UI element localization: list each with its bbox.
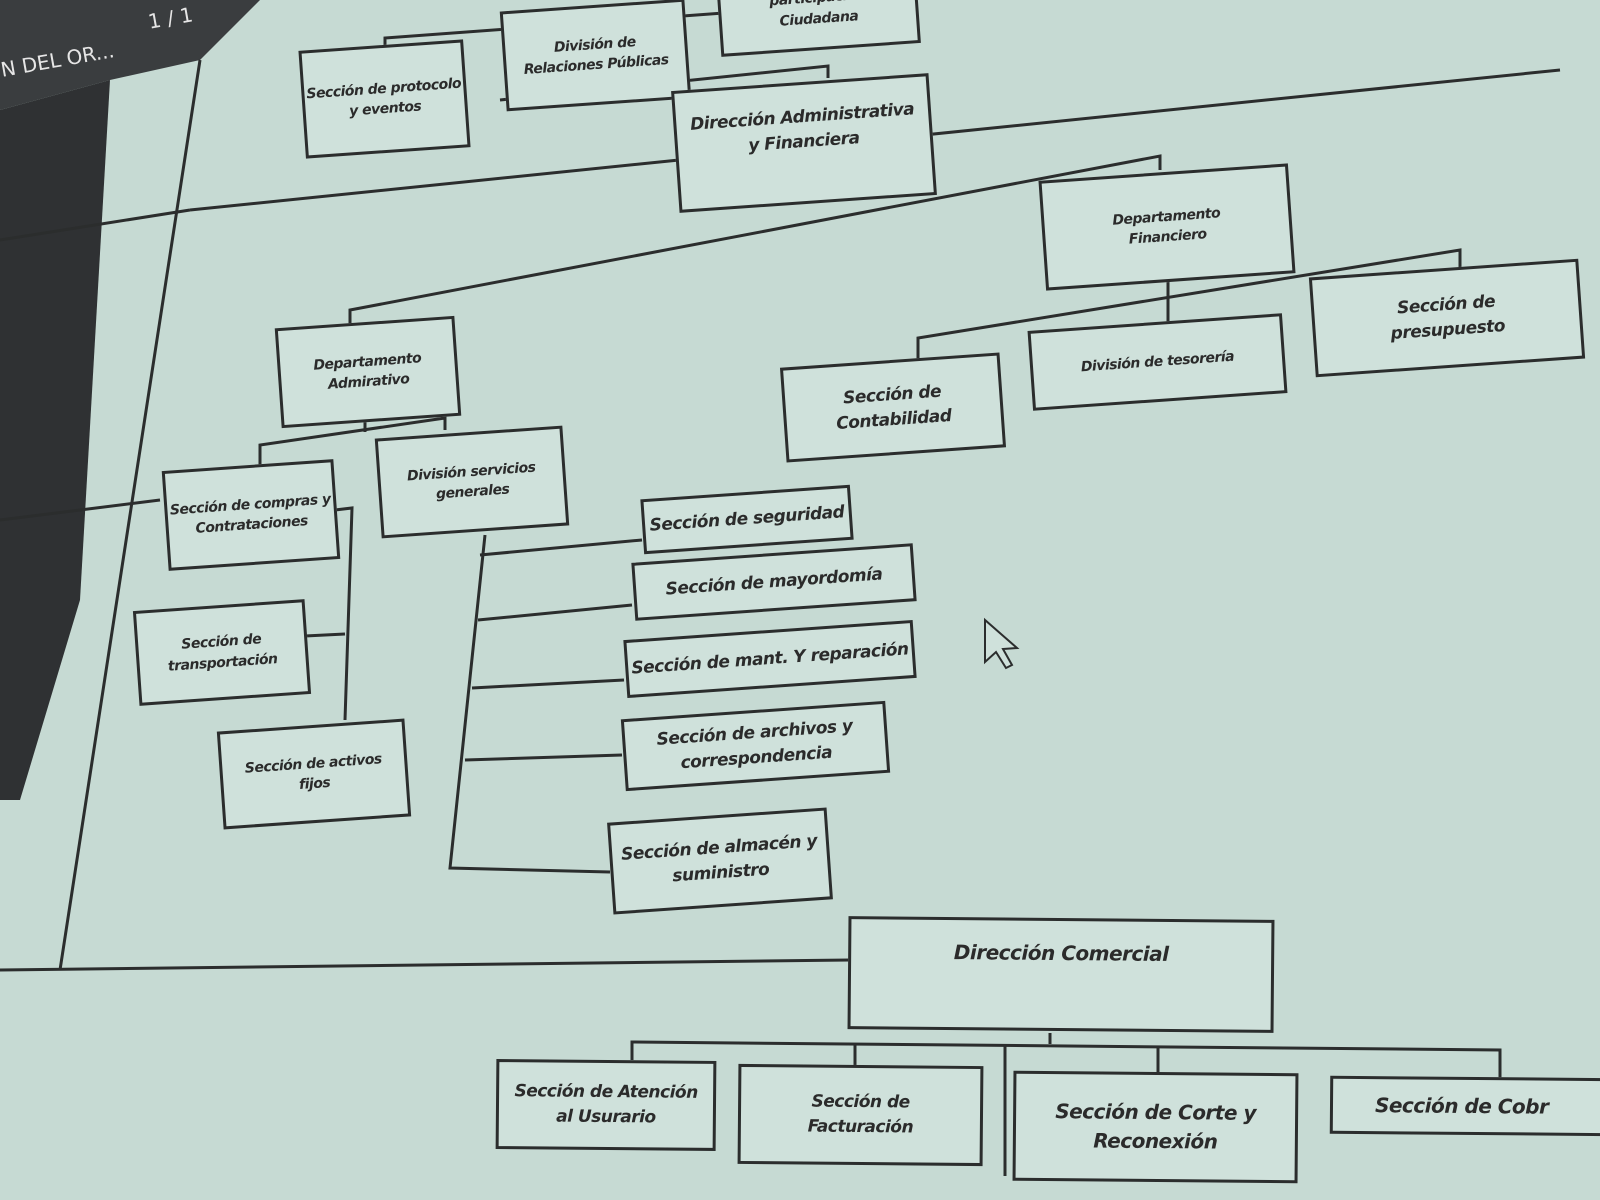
box-label: Ciudadana bbox=[779, 7, 859, 30]
box-label: generales bbox=[435, 481, 510, 503]
box-label: Reconexión bbox=[1093, 1128, 1218, 1154]
box-label: suministro bbox=[671, 859, 770, 887]
box-direccion-comercial[interactable]: Dirección Comercial bbox=[847, 916, 1275, 1033]
box-label: División de tesorería bbox=[1080, 348, 1235, 376]
box-label: Sección de mant. Y reparación bbox=[630, 639, 910, 679]
box-label: Admirativo bbox=[327, 371, 410, 393]
box-label: Sección de Atención bbox=[514, 1081, 698, 1104]
box-label: Sección de mayordomía bbox=[664, 564, 884, 600]
box-label: fijos bbox=[298, 774, 331, 794]
box-label: Sección de Corte y bbox=[1055, 1099, 1257, 1125]
box-cobros[interactable]: Sección de Cobr bbox=[1329, 1075, 1600, 1137]
box-facturacion[interactable]: Sección de Facturación bbox=[737, 1063, 984, 1167]
box-label: Sección de seguridad bbox=[649, 502, 845, 536]
box-label: Relaciones Públicas bbox=[523, 51, 670, 79]
mouse-cursor-icon bbox=[984, 617, 1020, 670]
box-label: Sección de Cobr bbox=[1374, 1092, 1549, 1119]
box-label: Facturación bbox=[807, 1116, 914, 1138]
box-label: al Usurario bbox=[556, 1106, 656, 1128]
box-label: y eventos bbox=[348, 98, 422, 120]
box-label: Sección de bbox=[811, 1091, 910, 1113]
box-label: Dirección Comercial bbox=[953, 940, 1169, 966]
box-label: Financiero bbox=[1128, 226, 1208, 248]
box-corte-reconexion[interactable]: Sección de Corte y Reconexión bbox=[1012, 1070, 1299, 1184]
